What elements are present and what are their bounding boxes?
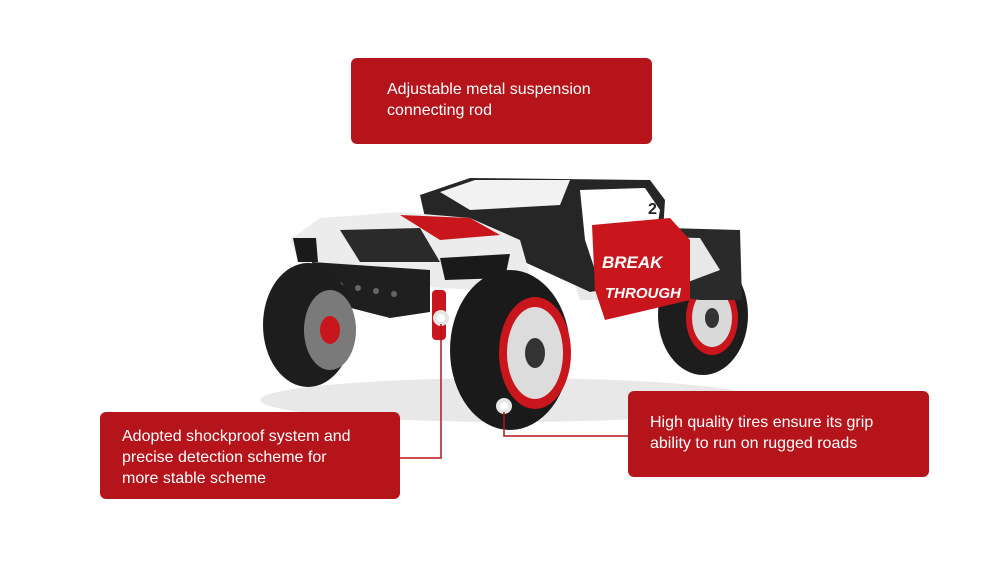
leader-line-tire [503, 412, 628, 437]
callout-shockproof: Adopted shockproof system and precise de… [100, 412, 400, 499]
front-left-wheel [263, 263, 356, 387]
callout-shockproof-line-2: precise detection scheme for [122, 449, 327, 466]
callout-shockproof-line-1: Adopted shockproof system and [122, 428, 351, 445]
decal-number: 2 [648, 201, 657, 218]
front-right-wheel [450, 270, 571, 430]
callout-tires-line-1: High quality tires ensure its grip [650, 414, 874, 431]
callout-suspension-line-1: Adjustable metal suspension [387, 81, 591, 98]
shock-marker [433, 310, 449, 326]
callout-tires-line-2: ability to run on rugged roads [650, 435, 858, 452]
callout-suspension: Adjustable metal suspension connecting r… [351, 58, 652, 144]
headlight-left [293, 238, 318, 262]
leader-line-shock [400, 324, 442, 459]
decal-text-through: THROUGH [605, 285, 682, 302]
tire-marker [496, 398, 512, 414]
callout-suspension-line-2: connecting rod [387, 102, 492, 119]
callout-shockproof-line-3: more stable scheme [122, 470, 267, 487]
decal-graphic: BREAK THROUGH 2 [592, 201, 690, 320]
callout-tires: High quality tires ensure its grip abili… [628, 391, 929, 477]
decal-text-break: BREAK [602, 253, 664, 272]
